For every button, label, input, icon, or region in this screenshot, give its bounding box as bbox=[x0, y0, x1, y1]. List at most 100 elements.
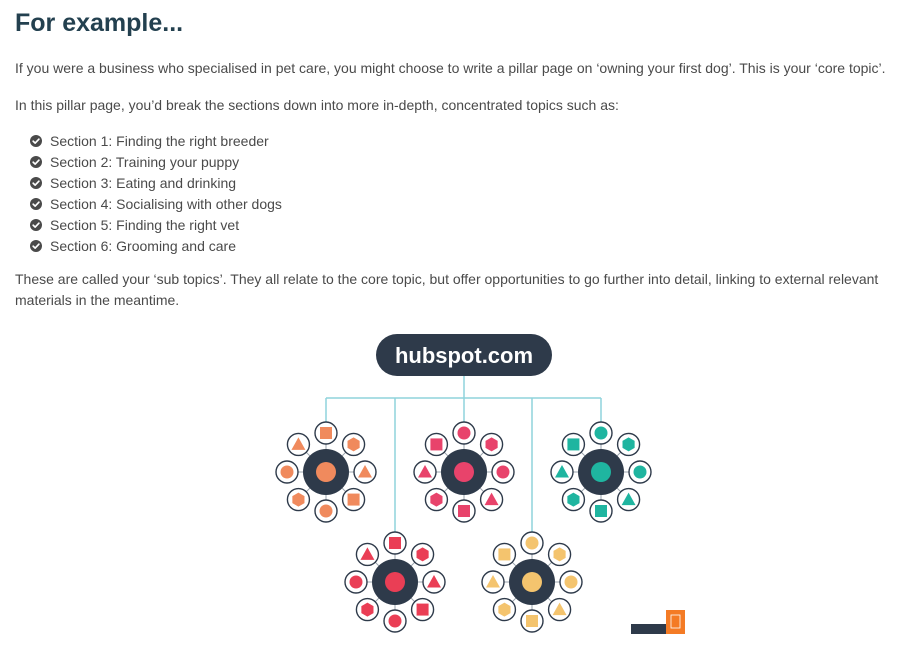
spoke-line bbox=[341, 487, 347, 493]
hexagon-shape bbox=[430, 492, 443, 507]
square-shape bbox=[498, 548, 511, 561]
check-circle-icon bbox=[30, 155, 42, 168]
circle-shape bbox=[564, 575, 578, 589]
root-node: hubspot.com bbox=[376, 334, 552, 376]
hexagon-shape bbox=[622, 437, 635, 452]
circle-shape bbox=[496, 465, 510, 479]
triangle-shape bbox=[486, 575, 500, 588]
hub-dot bbox=[522, 572, 542, 592]
spoke-line bbox=[479, 451, 485, 457]
check-circle-icon bbox=[30, 218, 42, 231]
hexagon-shape bbox=[292, 492, 305, 507]
spoke-line bbox=[511, 561, 517, 567]
check-circle-icon bbox=[30, 197, 42, 210]
circle-shape bbox=[457, 426, 471, 440]
root-pill bbox=[376, 334, 552, 376]
circle-shape bbox=[633, 465, 647, 479]
triangle-shape bbox=[427, 575, 441, 588]
triangle-shape bbox=[484, 492, 499, 506]
triangle-shape bbox=[555, 465, 569, 478]
hub-dot bbox=[316, 462, 336, 482]
square-shape bbox=[526, 615, 538, 627]
spoke-line bbox=[374, 597, 380, 603]
check-circle-icon bbox=[30, 134, 42, 147]
square-shape bbox=[347, 493, 360, 506]
spoke-line bbox=[410, 597, 416, 603]
square-shape bbox=[567, 438, 580, 451]
hexagon-shape bbox=[361, 602, 374, 617]
subtopics-paragraph: These are called your ‘sub topics’. They… bbox=[15, 271, 879, 308]
section-label: Section 2: Training your puppy bbox=[50, 153, 240, 170]
hexagon-shape bbox=[347, 437, 360, 452]
spoke-line bbox=[443, 487, 449, 493]
cluster-yellow bbox=[481, 531, 583, 633]
cluster-red bbox=[344, 531, 446, 633]
intro-paragraph: If you were a business who specialised i… bbox=[15, 60, 886, 76]
triangle-shape bbox=[418, 465, 432, 478]
triangle-shape bbox=[552, 602, 567, 616]
cluster-teal bbox=[550, 421, 652, 523]
breakdown-paragraph: In this pillar page, you’d break the sec… bbox=[15, 97, 619, 113]
article-content: For example... If you were a business wh… bbox=[15, 0, 910, 311]
spoke-line bbox=[374, 561, 380, 567]
hexagon-shape bbox=[553, 547, 566, 562]
document-icon bbox=[670, 614, 681, 629]
square-shape bbox=[458, 505, 470, 517]
spoke-line bbox=[479, 487, 485, 493]
section-label: Section 4: Socialising with other dogs bbox=[50, 195, 282, 212]
clusters bbox=[275, 421, 652, 633]
square-shape bbox=[430, 438, 443, 451]
cluster-orange bbox=[275, 421, 377, 523]
spoke-line bbox=[305, 487, 311, 493]
spoke-line bbox=[511, 597, 517, 603]
spoke-line bbox=[580, 487, 586, 493]
section-heading: For example... bbox=[15, 9, 184, 37]
sections-list: Section 1: Finding the right breeder Sec… bbox=[15, 130, 910, 256]
triangle-shape bbox=[358, 465, 372, 478]
list-item: Section 2: Training your puppy bbox=[30, 151, 910, 172]
spoke-line bbox=[547, 597, 553, 603]
circle-shape bbox=[280, 465, 294, 479]
hexagon-shape bbox=[485, 437, 498, 452]
triangle-shape bbox=[621, 492, 636, 506]
triangle-shape bbox=[291, 437, 306, 450]
connector-lines bbox=[325, 376, 602, 532]
hub-dot bbox=[591, 462, 611, 482]
hubspot-badge bbox=[631, 610, 685, 634]
list-item: Section 1: Finding the right breeder bbox=[30, 130, 910, 151]
circle-shape bbox=[319, 504, 333, 518]
spoke-line bbox=[547, 561, 553, 567]
hub-dot bbox=[385, 572, 405, 592]
section-label: Section 1: Finding the right breeder bbox=[50, 132, 269, 149]
spoke-line bbox=[305, 451, 311, 457]
spoke-line bbox=[616, 487, 622, 493]
spoke-line bbox=[341, 451, 347, 457]
circle-shape bbox=[388, 614, 402, 628]
list-item: Section 5: Finding the right vet bbox=[30, 214, 910, 235]
square-shape bbox=[389, 537, 401, 549]
circle-shape bbox=[349, 575, 363, 589]
list-item: Section 4: Socialising with other dogs bbox=[30, 193, 910, 214]
section-label: Section 5: Finding the right vet bbox=[50, 216, 240, 233]
section-label: Section 3: Eating and drinking bbox=[50, 174, 237, 191]
spoke-line bbox=[443, 451, 449, 457]
triangle-shape bbox=[360, 547, 375, 560]
circle-shape bbox=[594, 426, 608, 440]
spoke-line bbox=[410, 561, 416, 567]
list-item: Section 6: Grooming and care bbox=[30, 235, 910, 256]
square-shape bbox=[595, 505, 607, 517]
root-label: hubspot.com bbox=[395, 343, 533, 368]
hexagon-shape bbox=[498, 602, 511, 617]
list-item: Section 3: Eating and drinking bbox=[30, 172, 910, 193]
hexagon-shape bbox=[567, 492, 580, 507]
square-shape bbox=[416, 603, 429, 616]
hub-dot bbox=[454, 462, 474, 482]
circle-shape bbox=[525, 536, 539, 550]
spoke-line bbox=[580, 451, 586, 457]
square-shape bbox=[320, 427, 332, 439]
hexagon-shape bbox=[416, 547, 429, 562]
badge-dark-strip bbox=[631, 624, 666, 634]
section-label: Section 6: Grooming and care bbox=[50, 237, 236, 254]
spoke-line bbox=[616, 451, 622, 457]
